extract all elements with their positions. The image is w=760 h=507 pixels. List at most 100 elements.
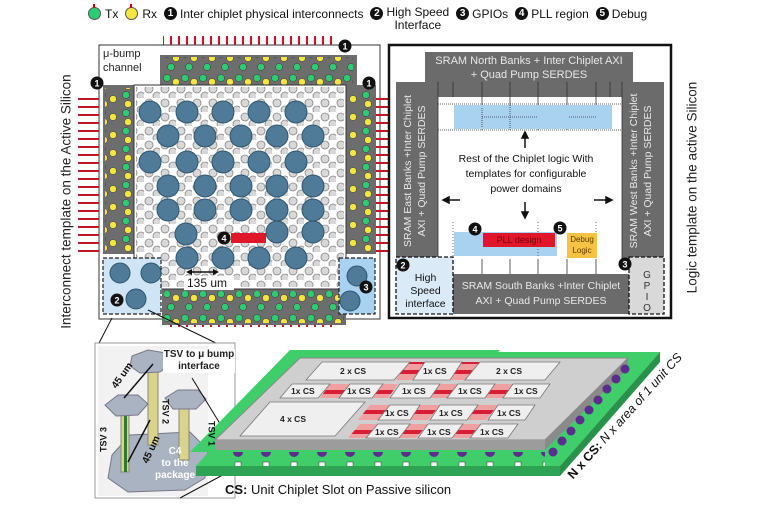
legend-rx: Rx xyxy=(125,4,158,21)
hs-line2: Speed xyxy=(410,285,441,297)
legend-item-2-line2: Interface xyxy=(394,18,442,32)
logic-marker-2: 2 xyxy=(400,261,405,271)
c4-bumps-side xyxy=(548,364,630,457)
cs-caption-bold: CS: xyxy=(225,482,248,497)
debug-line2: Logic xyxy=(572,246,592,255)
legend-item-1: 1 Inter chiplet physical interconnects xyxy=(164,6,363,21)
slot-label-4xcs: 4 x CS xyxy=(280,414,306,424)
number-2-icon: 2 xyxy=(370,7,384,20)
number-1-icon: 1 xyxy=(164,7,178,20)
c4-label: C4 to the package xyxy=(150,446,200,482)
slot-label-row3-3: 1x CS xyxy=(439,408,463,418)
slot-label-row3-4: 1x CS xyxy=(497,408,521,418)
chiplet-slots xyxy=(239,361,561,439)
debug-logic-block xyxy=(567,233,597,258)
center-logic-label: Rest of the Chiplet logic With templates… xyxy=(447,152,605,197)
sram-west-block xyxy=(622,82,664,260)
debug-line1: Debug xyxy=(570,235,594,244)
number-4-icon: 4 xyxy=(515,7,529,20)
c4-line1: C4 xyxy=(168,446,182,457)
c4-line2: to the xyxy=(161,458,189,469)
sram-north-block xyxy=(425,52,633,84)
slot-4xcs xyxy=(239,401,366,437)
hs-line3: interface xyxy=(405,298,446,310)
cs-caption-rest: Unit Chiplet Slot on Passive silicon xyxy=(247,482,452,497)
c4-bumps-front xyxy=(220,452,545,466)
marker-4: 4 xyxy=(221,234,226,244)
center-line2: templates for configurable xyxy=(465,168,587,180)
slot-label-row2-3: 1x CS xyxy=(402,386,426,396)
slot-label-row4-2: 1x CS xyxy=(427,427,451,437)
center-line1: Rest of the Chiplet logic With xyxy=(458,153,594,165)
gpio-letter-p: P xyxy=(643,281,651,292)
legend-item-2-line1: High Speed xyxy=(386,5,450,19)
ubump-label-line1: μ-bump xyxy=(103,48,141,60)
slot-label-1xcs-a: 1x CS xyxy=(423,366,447,376)
tsv-3-label: TSV 3 xyxy=(98,427,109,453)
marker-2: 2 xyxy=(114,296,119,306)
center-line3: power domains xyxy=(490,183,562,195)
logic-marker-5: 5 xyxy=(557,224,562,234)
rx-dot-icon xyxy=(125,4,139,20)
slot-1xcs-h xyxy=(429,404,479,421)
sram-south-line1: SRAM South Banks +Inter Chiplet xyxy=(461,280,621,292)
tsv-cluster-grid xyxy=(138,100,325,270)
legend-item-1-label: Inter chiplet physical interconnects xyxy=(180,6,364,21)
slot-1xcs-b xyxy=(279,383,331,399)
gpio-letter-g: G xyxy=(643,270,651,281)
interconnect-traces-left xyxy=(78,92,99,252)
slot-2xcs-a xyxy=(305,361,411,381)
high-speed-interface-block xyxy=(395,256,454,315)
sram-east-block xyxy=(396,82,438,260)
legend-item-4-label: PLL region xyxy=(531,6,589,21)
high-speed-interface-label: High Speed interface xyxy=(398,272,453,311)
pitch-label: 135 um xyxy=(187,276,228,290)
c4-line3: package xyxy=(154,470,196,481)
legend-rx-label: Rx xyxy=(142,6,158,21)
slot-label-row2-5: 1x CS xyxy=(514,386,538,396)
legend: Tx Rx 1 Inter chiplet physical interconn… xyxy=(88,4,654,36)
legend-item-3: 3 GPIOs xyxy=(456,6,508,21)
gpio-block xyxy=(628,256,665,315)
tsv-2-label: TSV 2 xyxy=(160,398,171,424)
slot-label-row4-3: 1x CS xyxy=(480,427,504,437)
sram-south-label: SRAM South Banks +Inter Chiplet AXI + Qu… xyxy=(453,279,629,309)
slot-1xcs-d xyxy=(389,383,441,399)
tsv-title-line1: TSV to μ bump xyxy=(163,349,235,360)
pll-design-block xyxy=(483,233,555,247)
tsv-pad-left xyxy=(104,394,149,417)
slot-label-2xcs-b: 2 x CS xyxy=(496,366,522,376)
slot-1xcs-e xyxy=(446,383,496,399)
pll-design-label: PLL design xyxy=(496,235,542,245)
slot-label-row2-1: 1x CS xyxy=(291,386,315,396)
slot-1xcs-l xyxy=(469,423,519,439)
slot-label-row4-1: 1x CS xyxy=(375,427,399,437)
sram-south-block xyxy=(453,274,629,314)
slot-1xcs-j xyxy=(365,423,411,439)
tsv-title-line2: interface xyxy=(178,361,220,372)
logic-marker-4: 4 xyxy=(472,225,477,235)
marker-3: 3 xyxy=(363,283,368,293)
marker-1-top: 1 xyxy=(342,42,347,52)
legend-item-5: 5 Debug xyxy=(595,6,648,21)
legend-item-2-label: High Speed Interface xyxy=(386,6,449,32)
substrate-side xyxy=(560,352,660,476)
marker-1-left: 1 xyxy=(94,79,99,89)
slot-label-row3-2: 1x CS xyxy=(385,408,409,418)
ubump-channel-label: μ-bump channel xyxy=(103,47,158,75)
tsv-inset-title: TSV to μ bump interface xyxy=(163,349,235,373)
hs-line1: High xyxy=(414,272,437,284)
sram-south-line2: AXI + Quad Pump SERDES xyxy=(475,295,607,307)
legend-item-2: 2 High Speed Interface xyxy=(370,6,449,34)
slot-2xcs-b xyxy=(464,361,561,381)
sram-north-line1: SRAM North Banks + Inter Chiplet AXI xyxy=(435,55,623,67)
legend-item-4: 4 PLL region xyxy=(515,6,589,21)
legend-item-5-label: Debug xyxy=(611,6,648,21)
slot-label-row2-2: 1x CS xyxy=(347,386,371,396)
cs-caption: CS: Unit Chiplet Slot on Passive silicon xyxy=(225,482,451,497)
number-5-icon: 5 xyxy=(595,7,609,20)
gpio-letter-i: I xyxy=(645,292,649,303)
marker-1-right: 1 xyxy=(366,79,371,89)
gpio-letter-o: O xyxy=(643,303,651,314)
